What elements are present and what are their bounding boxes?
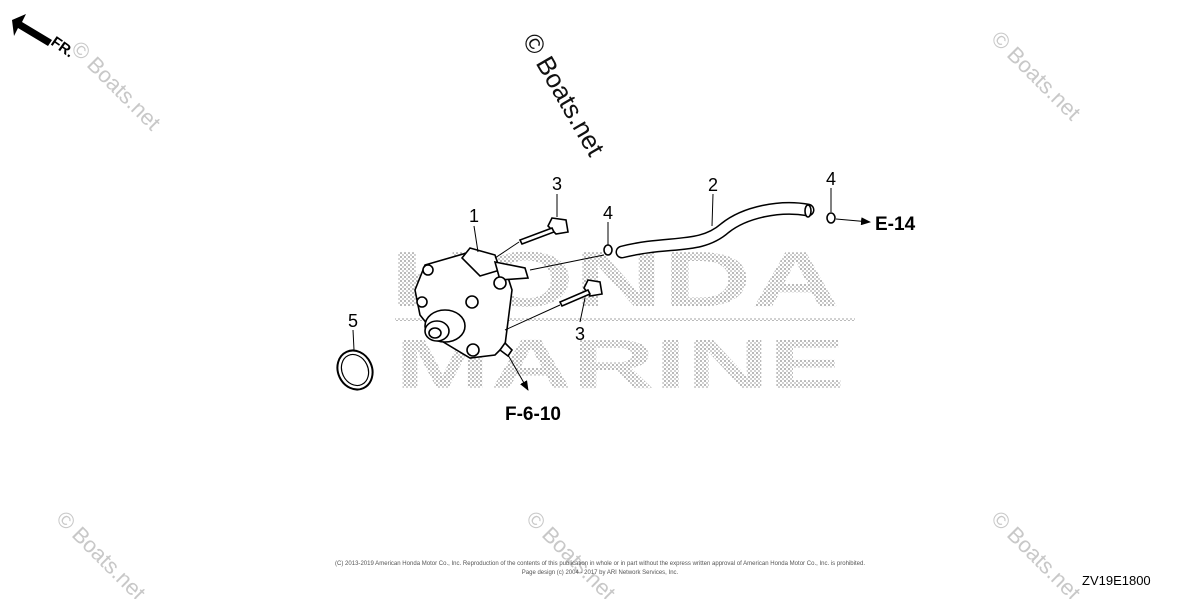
hose-clip-right <box>826 212 836 224</box>
callout-bolt-lower: 3 <box>575 324 585 344</box>
callout-bolt-upper: 3 <box>552 174 562 194</box>
callout-o-ring: 5 <box>348 311 358 331</box>
o-ring <box>336 349 374 391</box>
leader-lines <box>352 188 871 391</box>
diagram-code: ZV19E1800 <box>1082 573 1151 588</box>
watermark-main: © Boats.net <box>517 28 611 162</box>
callout-hose: 2 <box>708 175 718 195</box>
copyright-line-2: Page design (c) 2004 - 2017 by ARI Netwo… <box>522 570 679 576</box>
callout-clip-right: 4 <box>826 169 836 189</box>
bolt-upper <box>518 217 569 246</box>
watermark-top-left: © Boats.net <box>66 36 165 135</box>
watermark-bottom-center: © Boats.net <box>521 506 620 599</box>
reference-e-14: E-14 <box>875 214 916 235</box>
callout-clip-left: 4 <box>603 203 613 223</box>
watermark-bottom-left: © Boats.net <box>51 506 150 599</box>
bolt-lower <box>558 279 603 308</box>
reference-f-6-10: F-6-10 <box>505 404 561 425</box>
hose-clip-left <box>603 244 613 256</box>
logo-divider <box>395 318 855 321</box>
fuel-hose <box>615 201 815 259</box>
front-direction-arrow-icon <box>12 14 52 46</box>
watermark-top-right: © Boats.net <box>986 26 1085 125</box>
callout-pump: 1 <box>469 206 479 226</box>
fuel-pump <box>414 247 530 359</box>
copyright-line-1: (C) 2013-2019 American Honda Motor Co., … <box>335 561 865 567</box>
watermark-bottom-right: © Boats.net <box>986 506 1085 599</box>
